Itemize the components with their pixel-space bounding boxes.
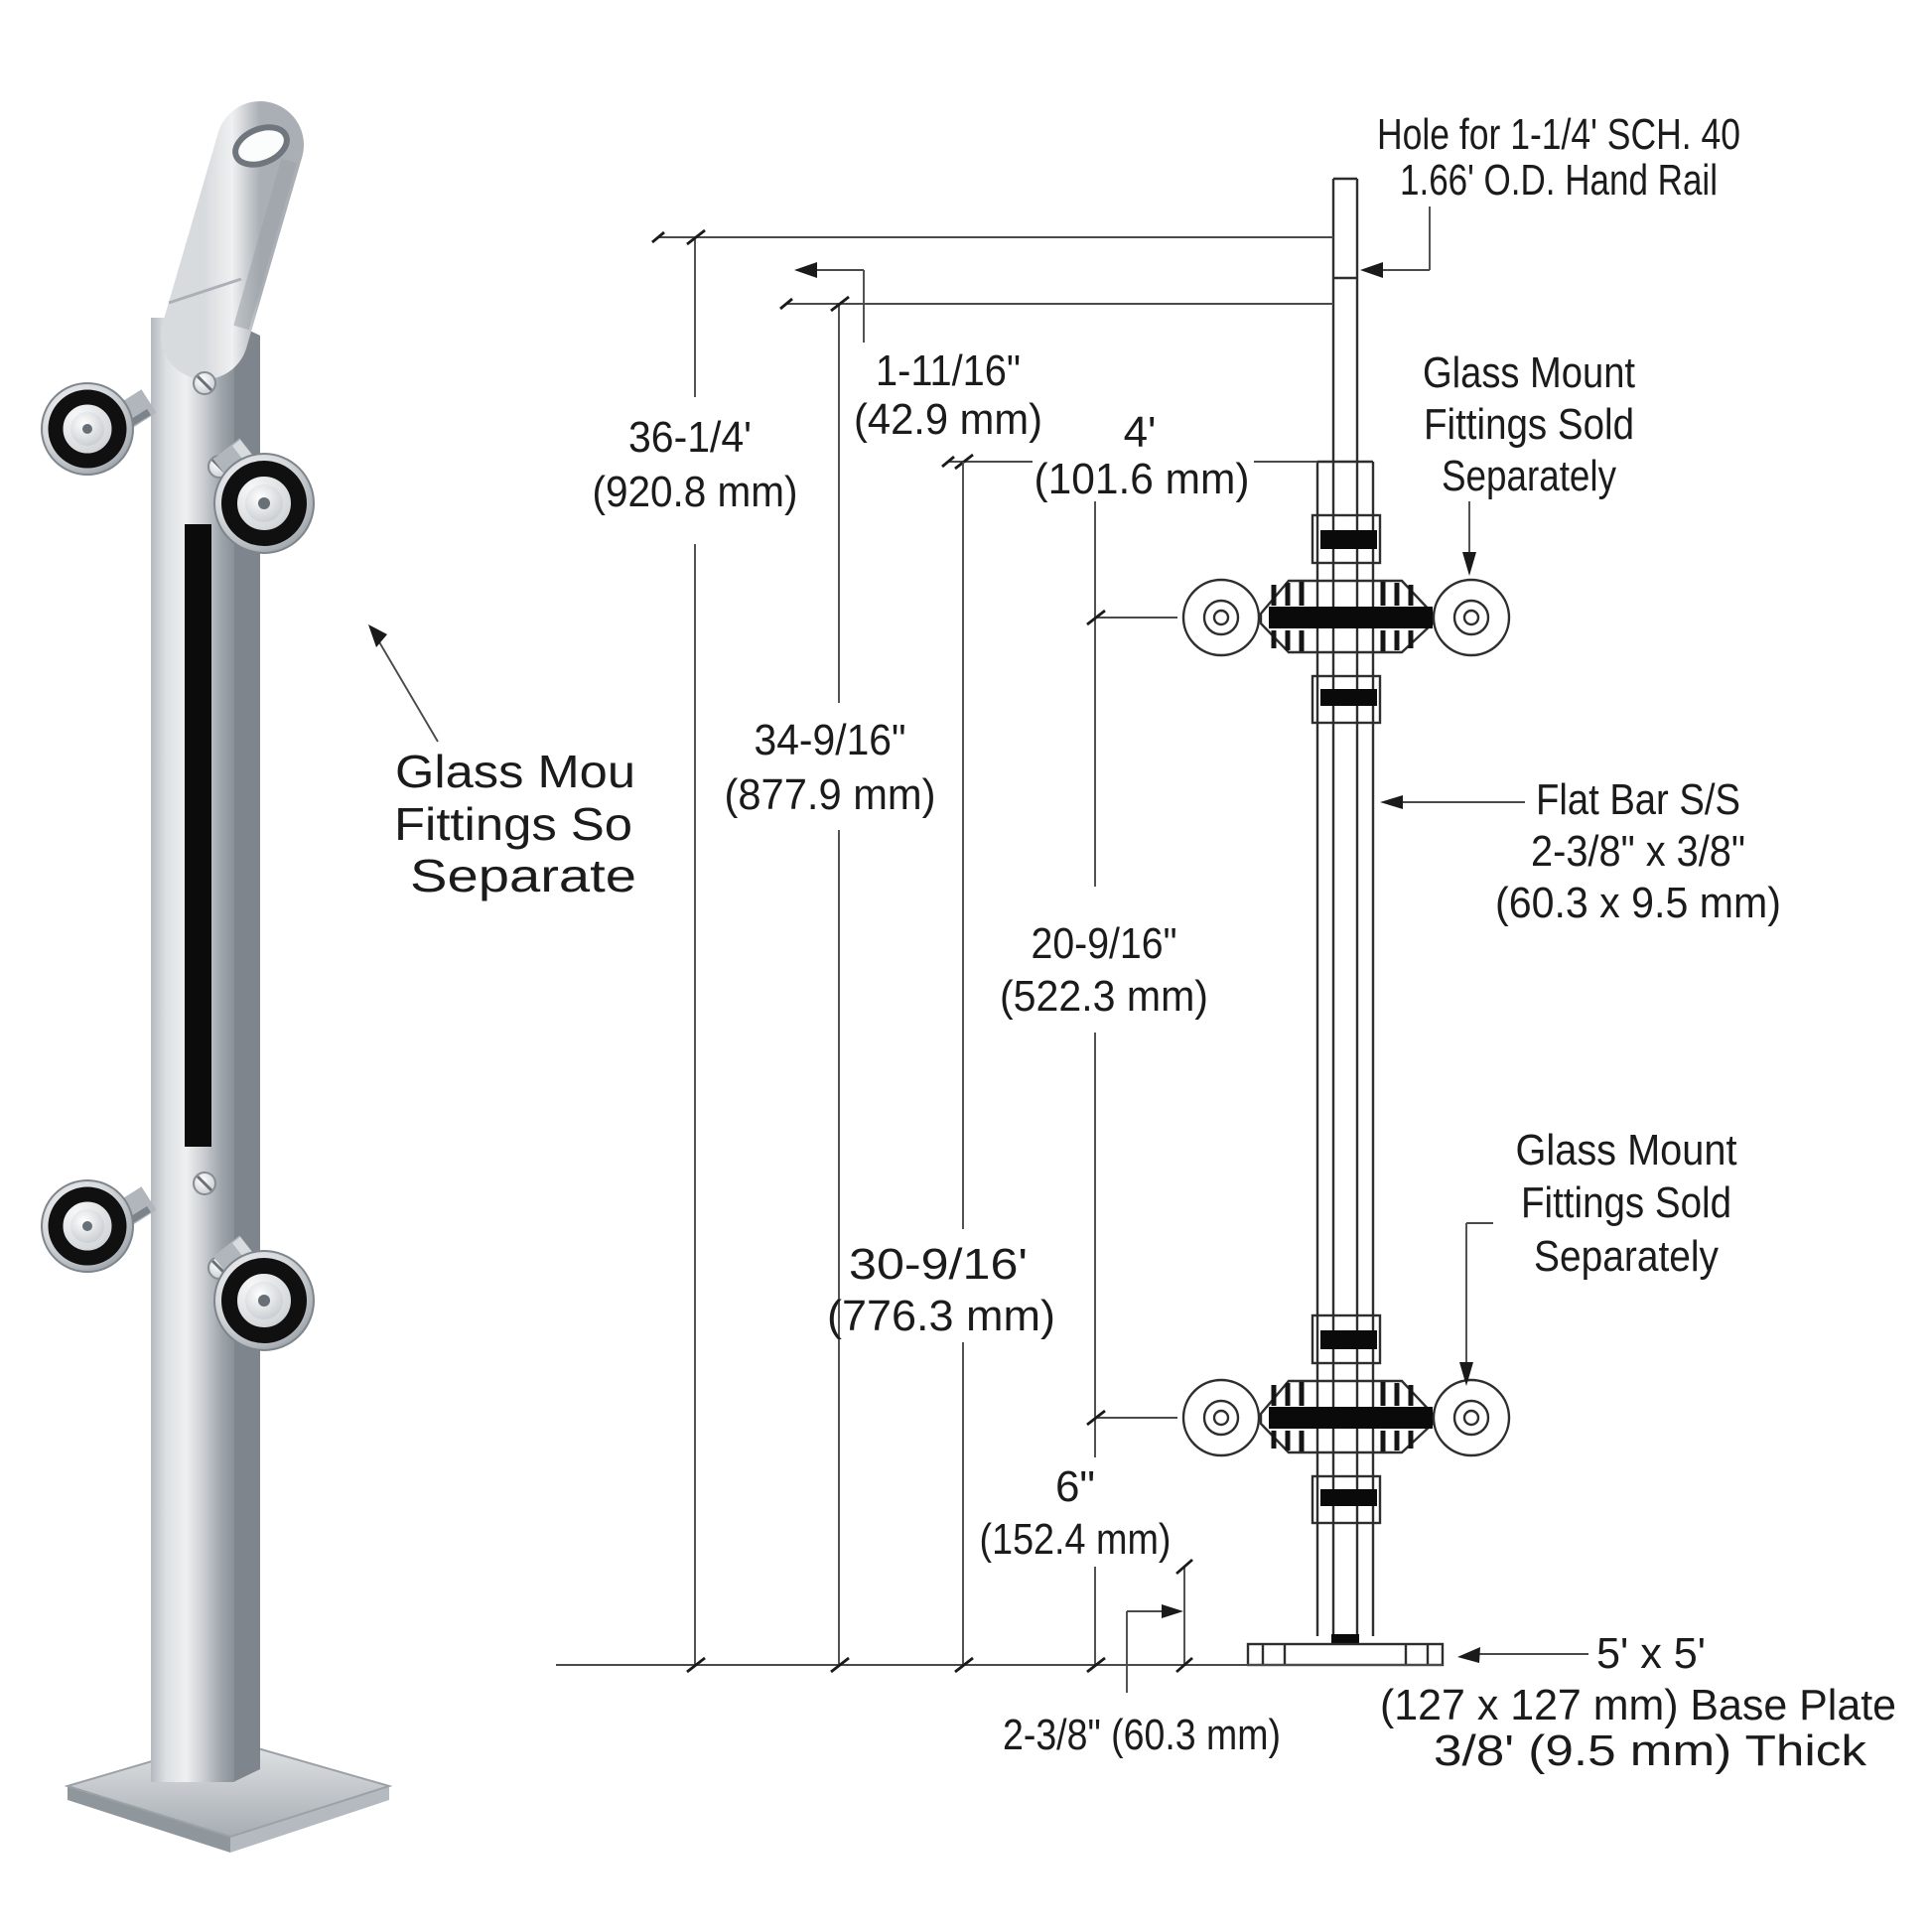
handrail-note-line2: 1.66' O.D. Hand Rail xyxy=(1400,156,1718,205)
dimension-fitting-spacing: 20-9/16" (522.3 mm) xyxy=(1000,919,1208,1457)
dim-fitting-spacing-imperial: 20-9/16" xyxy=(1032,919,1177,968)
dim-flat-bar-height-imperial: 34-9/16" xyxy=(755,716,906,764)
drawing-base-plate xyxy=(1246,1642,1445,1667)
note-base-plate: 5' x 5' (127 x 127 mm) Base Plate 3/8' (… xyxy=(1380,1629,1896,1775)
dim-upper-fitting-offset-metric: (101.6 mm) xyxy=(1035,455,1250,503)
photo-note-line1: Glass Mou xyxy=(395,746,635,797)
dimension-lower-fitting-height: 6" (152.4 mm) xyxy=(980,1462,1172,1674)
handrail-saddle-hole xyxy=(232,124,290,168)
dimension-upper-fitting-height: 30-9/16' (776.3 mm) xyxy=(827,462,1055,1674)
dim-overall-metric: (920.8 mm) xyxy=(593,468,798,516)
base-plate-note-line1: 5' x 5' xyxy=(1596,1629,1706,1678)
photo-note-line2: Fittings So xyxy=(394,798,632,850)
base-plate-side-edge xyxy=(230,1786,389,1853)
dim-upper-fitting-offset-imperial: 4' xyxy=(1124,408,1157,457)
glass-mount-bottom-line2: Fittings Sold xyxy=(1521,1178,1731,1227)
glass-mount-bottom-line3: Separately xyxy=(1534,1232,1719,1281)
drawing-post xyxy=(1315,177,1375,1644)
dim-fitting-spacing-metric: (522.3 mm) xyxy=(1000,972,1208,1021)
screw-head xyxy=(193,371,216,395)
dim-top-offset-imperial: 1-11/16" xyxy=(876,346,1021,395)
glass-mount-top-line1: Glass Mount xyxy=(1423,348,1635,397)
upper-glass-fitting-drawing xyxy=(1183,515,1509,723)
note-flat-bar: Flat Bar S/S 2-3/8" x 3/8" (60.3 x 9.5 m… xyxy=(1380,775,1781,927)
flat-bar-note-line1: Flat Bar S/S xyxy=(1536,775,1740,824)
note-handrail-hole: Hole for 1-1/4' SCH. 40 1.66' O.D. Hand … xyxy=(1360,110,1740,278)
glass-mount-top-line3: Separately xyxy=(1442,452,1616,500)
dimension-upper-fitting-offset: 4' (101.6 mm) xyxy=(941,408,1317,887)
note-glass-mount-top: Glass Mount Fittings Sold Separately xyxy=(1423,348,1635,576)
flat-bar-note-line2: 2-3/8" x 3/8" xyxy=(1531,827,1745,876)
dim-lower-fitting-height-metric: (152.4 mm) xyxy=(980,1515,1172,1564)
photo-glass-mount-note: Glass Mou Fittings So Separate xyxy=(394,746,636,901)
note-glass-mount-bottom: Glass Mount Fittings Sold Separately xyxy=(1459,1126,1737,1386)
dimension-top-offset: 1-11/16" (42.9 mm) xyxy=(779,262,1333,444)
base-plate-front-edge xyxy=(68,1786,230,1853)
glass-mount-top-line2: Fittings Sold xyxy=(1424,400,1634,449)
dimension-base-offset: 2-3/8" (60.3 mm) xyxy=(1003,1558,1281,1759)
base-plate-note-line3: 3/8' (9.5 mm) Thick xyxy=(1434,1726,1867,1775)
dim-upper-fitting-height-metric: (776.3 mm) xyxy=(827,1292,1055,1340)
dim-lower-fitting-height-imperial: 6" xyxy=(1055,1462,1095,1511)
screw-head xyxy=(193,1172,216,1195)
dim-flat-bar-height-metric: (877.9 mm) xyxy=(725,770,936,819)
post-side-face xyxy=(233,323,260,1782)
glass-slot xyxy=(185,524,211,1147)
technical-drawing: 36-1/4' (920.8 mm) 1-11/16" (42.9 mm) 34… xyxy=(556,110,1896,1775)
photo-leader-arrow xyxy=(368,624,439,743)
glass-mount-bottom-line1: Glass Mount xyxy=(1516,1126,1737,1174)
dim-base-offset-label: 2-3/8" (60.3 mm) xyxy=(1003,1711,1281,1759)
photo-note-line3: Separate xyxy=(410,850,636,901)
base-plate-note-line2: (127 x 127 mm) Base Plate xyxy=(1380,1681,1896,1729)
top-arm-crease xyxy=(168,277,242,305)
post-base-gasket xyxy=(1331,1634,1359,1644)
dimension-overall-height: 36-1/4' (920.8 mm) xyxy=(593,228,1333,1674)
flat-bar-note-line3: (60.3 x 9.5 mm) xyxy=(1495,879,1781,927)
dimension-flat-bar-height: 34-9/16" (877.9 mm) xyxy=(725,295,936,1674)
top-arm-shading xyxy=(233,158,297,331)
lower-glass-fitting-drawing xyxy=(1183,1315,1509,1523)
dim-top-offset-metric: (42.9 mm) xyxy=(854,395,1042,444)
dim-overall-imperial: 36-1/4' xyxy=(628,413,752,462)
top-arm xyxy=(161,101,304,379)
post-photo xyxy=(42,101,439,1853)
dim-upper-fitting-height-imperial: 30-9/16' xyxy=(849,1240,1028,1289)
handrail-note-line1: Hole for 1-1/4' SCH. 40 xyxy=(1377,110,1740,159)
